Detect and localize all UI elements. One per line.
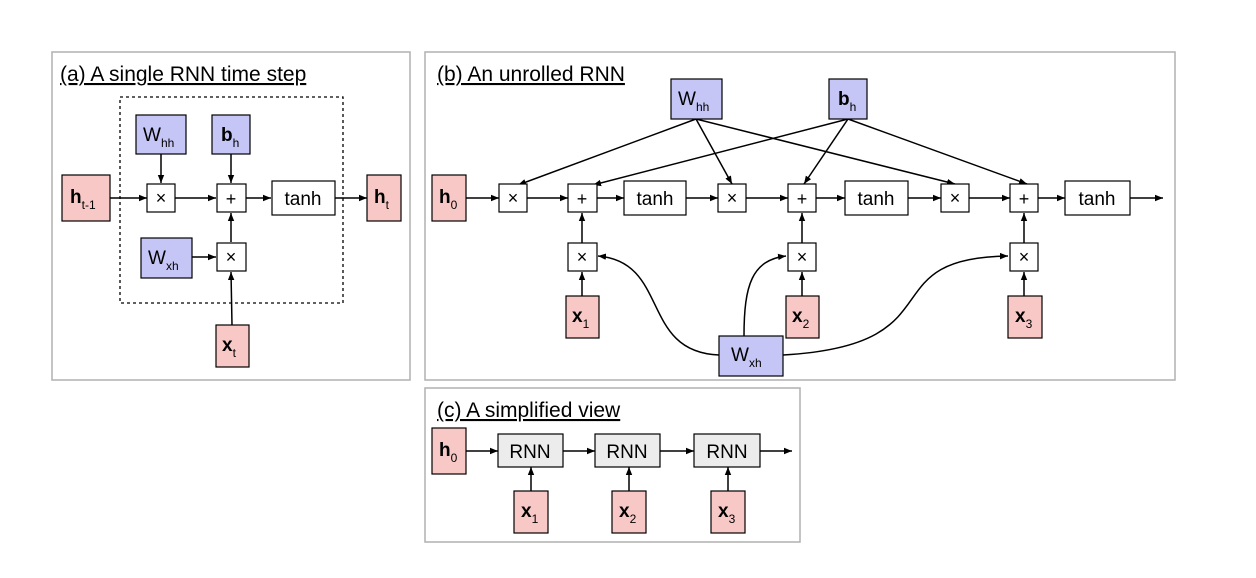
- label-x-2: x2: [792, 306, 810, 331]
- op-tanh: [271, 180, 336, 216]
- op-multiply-hh-1: [498, 183, 528, 213]
- node-x-1: [565, 295, 600, 339]
- label-w-hh-shared: Whh: [678, 89, 709, 114]
- op-multiply-hh: [146, 183, 176, 213]
- rnn-cell-1: [497, 433, 564, 468]
- label-h-prev: ht-1: [70, 187, 96, 212]
- node-h-prev: [61, 174, 111, 222]
- op-add-2: [787, 183, 817, 213]
- rnn-cell-3-label: RNN: [706, 442, 747, 463]
- label-h-0-simple: h0: [439, 440, 458, 465]
- label-h-0: h0: [439, 187, 458, 212]
- op-add-1: [567, 183, 598, 213]
- op-multiply-xh-2-symbol: ×: [797, 247, 808, 267]
- label-h-t: ht: [374, 187, 390, 212]
- op-multiply-hh-3-symbol: ×: [950, 188, 961, 208]
- node-x-t: [215, 324, 250, 368]
- panel-a: (a) A single RNN time step ht-1 Whh bh ×…: [51, 51, 411, 381]
- op-add: [216, 183, 247, 213]
- node-h-0: [431, 174, 467, 222]
- op-multiply-hh-symbol: ×: [156, 188, 167, 208]
- label-x-1: x1: [572, 306, 590, 331]
- op-multiply-hh-1-symbol: ×: [508, 188, 519, 208]
- op-add-3: [1009, 183, 1039, 213]
- op-add-symbol: +: [226, 189, 237, 209]
- node-w-xh-shared: [718, 335, 784, 377]
- panel-b-title: (b) An unrolled RNN: [437, 63, 625, 86]
- node-x-3-simple: [710, 490, 746, 534]
- panel-a-title: (a) A single RNN time step: [60, 63, 306, 86]
- op-tanh-1-label: tanh: [637, 189, 674, 210]
- op-add-2-symbol: +: [797, 189, 808, 209]
- label-b-h-shared: bh: [838, 89, 856, 114]
- node-x-3: [1007, 295, 1043, 339]
- node-x-2-simple: [611, 490, 647, 534]
- panel-c-title: (c) A simplified view: [437, 399, 621, 422]
- node-h-0-simple: [431, 427, 467, 475]
- label-x-1-simple: x1: [521, 501, 539, 526]
- node-x-2: [785, 295, 820, 339]
- panel-b: (b) An unrolled RNN h0: [424, 51, 1176, 381]
- op-multiply-xh-1: [567, 242, 598, 272]
- op-multiply-xh-3: [1009, 242, 1039, 272]
- op-add-1-symbol: +: [577, 189, 588, 209]
- op-multiply-hh-3: [940, 183, 970, 213]
- label-x-t: xt: [222, 335, 237, 360]
- node-b-h: [211, 114, 251, 155]
- label-w-xh-shared: Wxh: [731, 345, 762, 370]
- rnn-cell-2-label: RNN: [606, 442, 647, 463]
- node-b-h-shared: [828, 78, 868, 120]
- op-tanh-1: [623, 180, 687, 216]
- op-multiply-hh-2-symbol: ×: [727, 188, 738, 208]
- label-w-hh: Whh: [143, 125, 174, 150]
- rnn-cell-2: [594, 433, 661, 468]
- label-w-xh: Wxh: [148, 248, 179, 273]
- node-w-xh: [140, 237, 193, 279]
- label-x-3: x3: [1015, 306, 1033, 331]
- op-tanh-2-label: tanh: [858, 189, 895, 210]
- op-multiply-xh-2: [787, 242, 817, 272]
- op-multiply-xh: [216, 242, 247, 272]
- op-multiply-xh-symbol: ×: [226, 247, 237, 267]
- op-tanh-3: [1064, 180, 1131, 216]
- panel-c: (c) A simplified view h0 RNN RNN RNN x1 …: [424, 387, 801, 543]
- op-tanh-3-label: tanh: [1079, 189, 1116, 210]
- op-multiply-xh-3-symbol: ×: [1019, 247, 1030, 267]
- label-x-2-simple: x2: [619, 501, 637, 526]
- op-add-3-symbol: +: [1019, 189, 1030, 209]
- rnn-cell-1-label: RNN: [509, 442, 550, 463]
- op-multiply-hh-2: [717, 183, 747, 213]
- label-x-3-simple: x3: [718, 501, 736, 526]
- op-multiply-xh-1-symbol: ×: [577, 247, 588, 267]
- node-w-hh: [135, 114, 187, 155]
- label-b-h: bh: [221, 125, 239, 150]
- op-tanh-label: tanh: [285, 189, 322, 210]
- rnn-cell-3: [693, 433, 761, 468]
- node-w-hh-shared: [670, 78, 723, 120]
- node-x-1-simple: [513, 490, 549, 534]
- node-h-t: [366, 174, 402, 222]
- op-tanh-2: [844, 180, 909, 216]
